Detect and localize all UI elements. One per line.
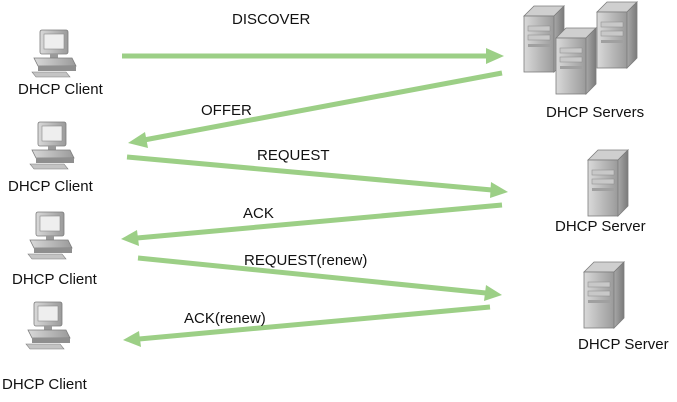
message-label: DISCOVER — [232, 11, 311, 28]
server-label: DHCP Server — [555, 218, 646, 235]
server-tower-icon — [583, 261, 625, 329]
client-label: DHCP Client — [2, 376, 87, 393]
message-label: ACK — [243, 205, 274, 222]
message-label: REQUEST(renew) — [244, 252, 368, 269]
arrow-ack — [121, 202, 503, 246]
server-tower-icon — [587, 149, 629, 217]
server-group-icon — [523, 1, 638, 95]
arrow-discover — [122, 48, 504, 64]
arrow-ack-renew — [123, 304, 491, 347]
message-label: ACK(renew) — [184, 310, 266, 327]
client-label: DHCP Client — [8, 178, 93, 195]
client-computer-icon — [31, 29, 77, 78]
arrow-request-renew — [137, 255, 502, 301]
client-label: DHCP Client — [18, 81, 103, 98]
client-label: DHCP Client — [12, 271, 97, 288]
arrow-request — [126, 154, 508, 198]
client-computer-icon — [25, 301, 71, 350]
server-label: DHCP Server — [578, 336, 669, 353]
arrow-offer — [128, 70, 503, 148]
message-label: REQUEST — [257, 147, 330, 164]
client-computer-icon — [27, 211, 73, 260]
client-computer-icon — [29, 121, 75, 170]
server-label: DHCP Servers — [546, 104, 645, 121]
message-label: OFFER — [201, 102, 252, 119]
